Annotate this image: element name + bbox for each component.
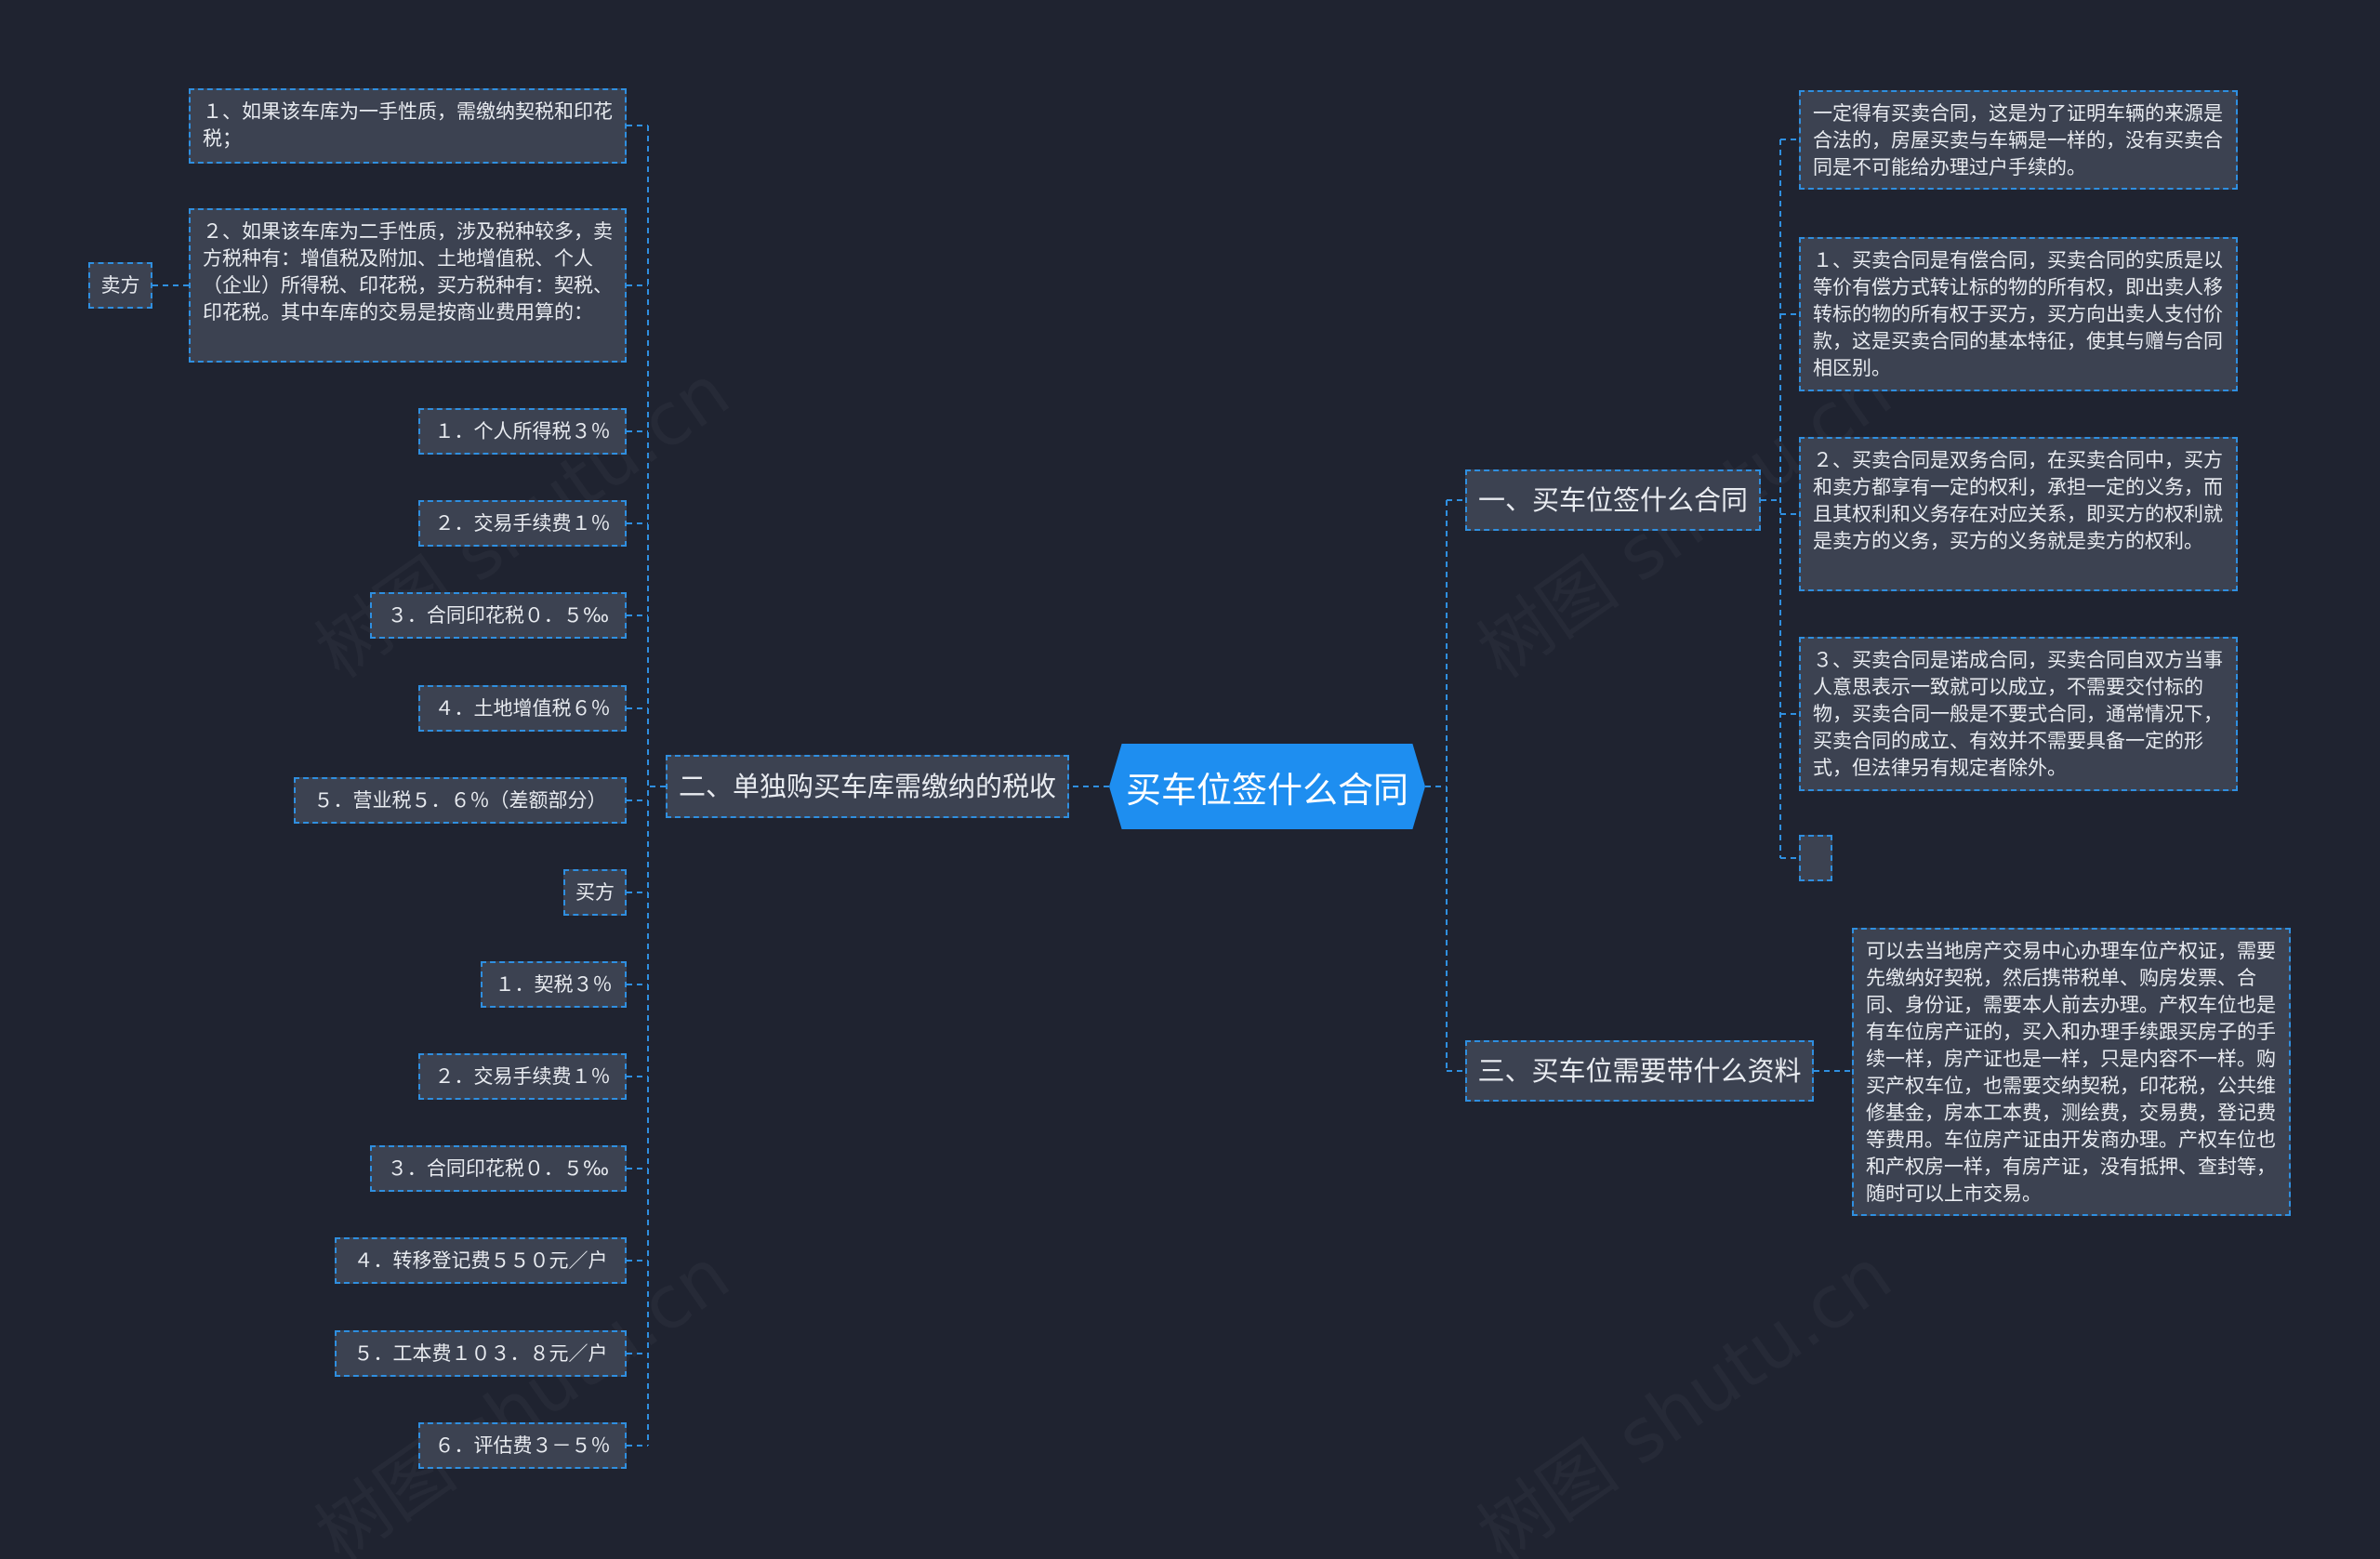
branch-contract-type[interactable]: 一、买车位签什么合同 xyxy=(1465,469,1761,531)
buyer-label[interactable]: 买方 xyxy=(563,869,627,916)
leaf-contract-necessity[interactable]: 一定得有买卖合同，这是为了证明车辆的来源是合法的，房屋买卖与车辆是一样的，没有买… xyxy=(1799,90,2238,190)
tax-item[interactable]: ２．交易手续费１％ xyxy=(418,1053,627,1100)
branch-required-documents[interactable]: 三、买车位需要带什么资料 xyxy=(1465,1040,1814,1102)
branch-garage-taxes[interactable]: 二、单独购买车库需缴纳的税收 xyxy=(666,755,1069,818)
tax-item[interactable]: ５．工本费１０３．８元／户 xyxy=(335,1330,627,1377)
leaf-contract-point-1[interactable]: １、买卖合同是有偿合同，买卖合同的实质是以等价有偿方式转让标的物的所有权，即出卖… xyxy=(1799,237,2238,391)
tax-item[interactable]: ３．合同印花税０．５‰ xyxy=(370,592,627,639)
tax-item[interactable]: １．个人所得税３％ xyxy=(418,408,627,455)
tax-item[interactable]: ３．合同印花税０．５‰ xyxy=(370,1145,627,1192)
root-topic[interactable]: 买车位签什么合同 xyxy=(1109,744,1425,829)
tax-item[interactable]: ４．转移登记费５５０元／户 xyxy=(335,1237,627,1284)
leaf-contract-point-2[interactable]: ２、买卖合同是双务合同，在买卖合同中，买方和卖方都享有一定的权利，承担一定的义务… xyxy=(1799,437,2238,591)
leaf-documents-detail[interactable]: 可以去当地房产交易中心办理车位产权证，需要先缴纳好契税，然后携带税单、购房发票、… xyxy=(1852,928,2291,1216)
seller-label[interactable]: 卖方 xyxy=(88,262,152,309)
leaf-empty[interactable] xyxy=(1799,835,1832,881)
leaf-seller-new-garage[interactable]: １、如果该车库为一手性质，需缴纳契税和印花税； xyxy=(189,88,627,164)
leaf-seller-secondhand-garage[interactable]: ２、如果该车库为二手性质，涉及税种较多，卖方税种有：增值税及附加、土地增值税、个… xyxy=(189,208,627,363)
leaf-contract-point-3[interactable]: ３、买卖合同是诺成合同，买卖合同自双方当事人意思表示一致就可以成立，不需要交付标… xyxy=(1799,637,2238,791)
tax-item[interactable]: １．契税３％ xyxy=(481,961,627,1008)
tax-item[interactable]: ６．评估费３－５％ xyxy=(418,1422,627,1469)
tax-item[interactable]: ５．营业税５．６％（差额部分） xyxy=(294,777,627,824)
tax-item[interactable]: ２．交易手续费１％ xyxy=(418,500,627,547)
tax-item[interactable]: ４．土地增值税６％ xyxy=(418,685,627,732)
